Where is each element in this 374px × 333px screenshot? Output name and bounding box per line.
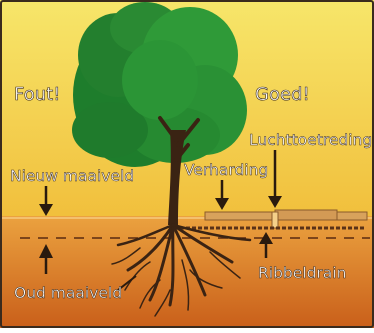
label-right: Goed! [255,84,310,105]
label-rib-drain: Ribbeldrain [258,264,346,282]
label-old-ground-level: Oud maaiveld [14,284,122,302]
label-wrong: Fout! [14,84,60,105]
air-inlet-opening [272,212,278,228]
label-paving: Verharding [184,161,268,179]
label-air-inlet: Luchttoetreding [249,131,372,149]
paving-slabs [205,210,367,220]
label-new-ground-level: Nieuw maaiveld [10,167,134,185]
tree-foliage [72,2,247,167]
